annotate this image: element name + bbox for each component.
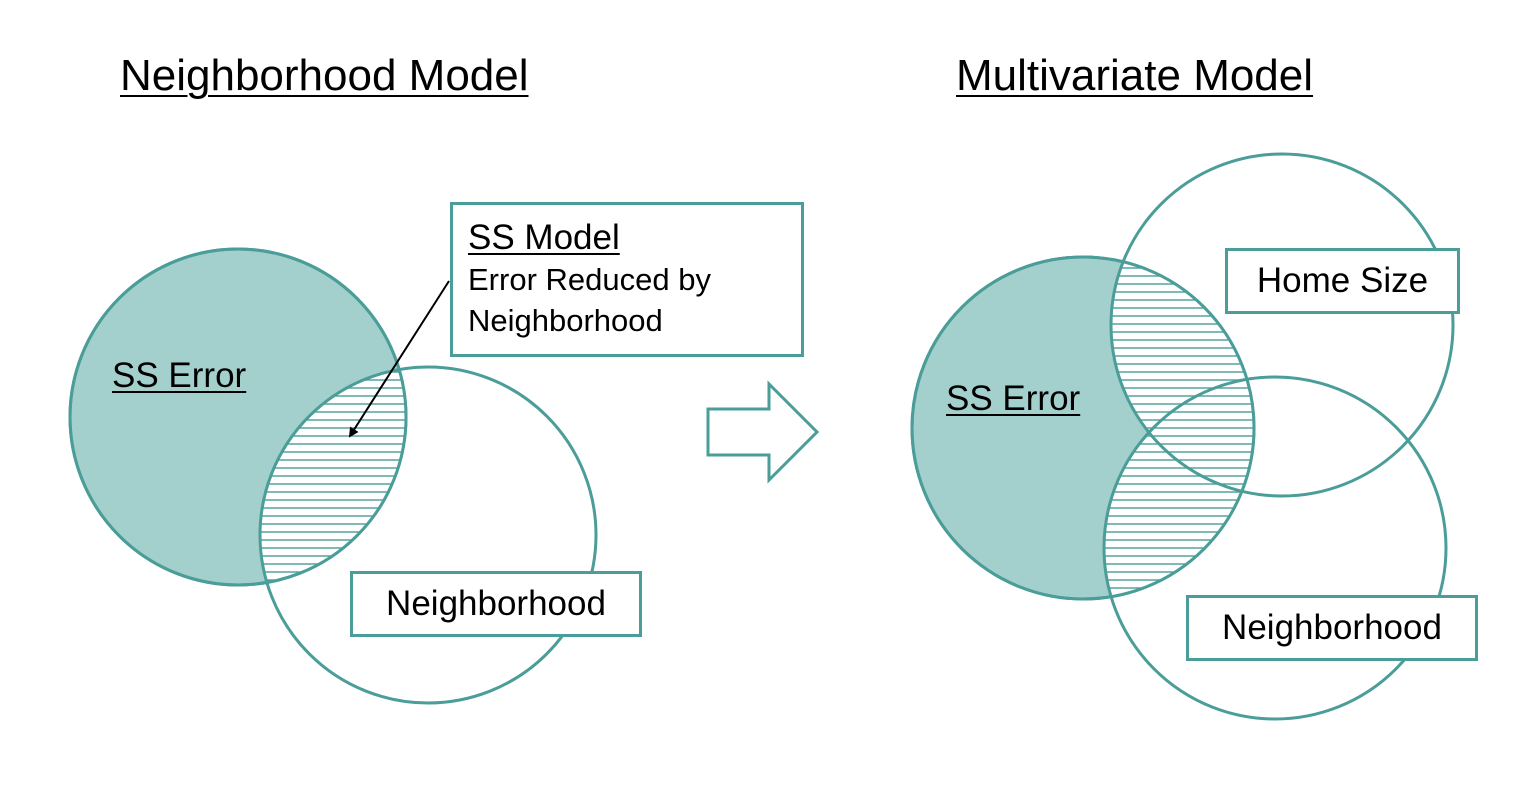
callout-heading: SS Model [468,218,620,257]
right-neighborhood-hatch [1104,377,1254,599]
callout-text: Error Reduced by Neighborhood [468,262,711,338]
pointer-arrow-icon [348,280,450,438]
left-neighborhood-circle [258,365,598,705]
left-neighborhood-label: Neighborhood [386,584,606,623]
left-ss-error-label: SS Error [112,356,247,395]
right-ss-error-label: SS Error [946,379,1081,418]
right-ss-error-outline [910,255,1256,601]
right-neighborhood-label: Neighborhood [1222,608,1442,647]
right-panel-title: Multivariate Model [956,51,1314,100]
left-panel-title: Neighborhood Model [120,51,529,100]
left-ss-error-outline [68,247,408,587]
right-arrow-icon [706,380,820,484]
home-size-box: Home Size [1225,248,1460,314]
right-home-size-circle [1109,152,1455,498]
home-size-label: Home Size [1256,261,1429,300]
left-overlap-hatch [260,367,406,585]
left-neighborhood-box: Neighborhood [350,571,642,637]
right-neighborhood-box: Neighborhood [1186,595,1478,661]
right-neighborhood-circle [1102,375,1448,721]
ss-model-callout: SS Model Error Reduced by Neighborhood [450,202,804,357]
